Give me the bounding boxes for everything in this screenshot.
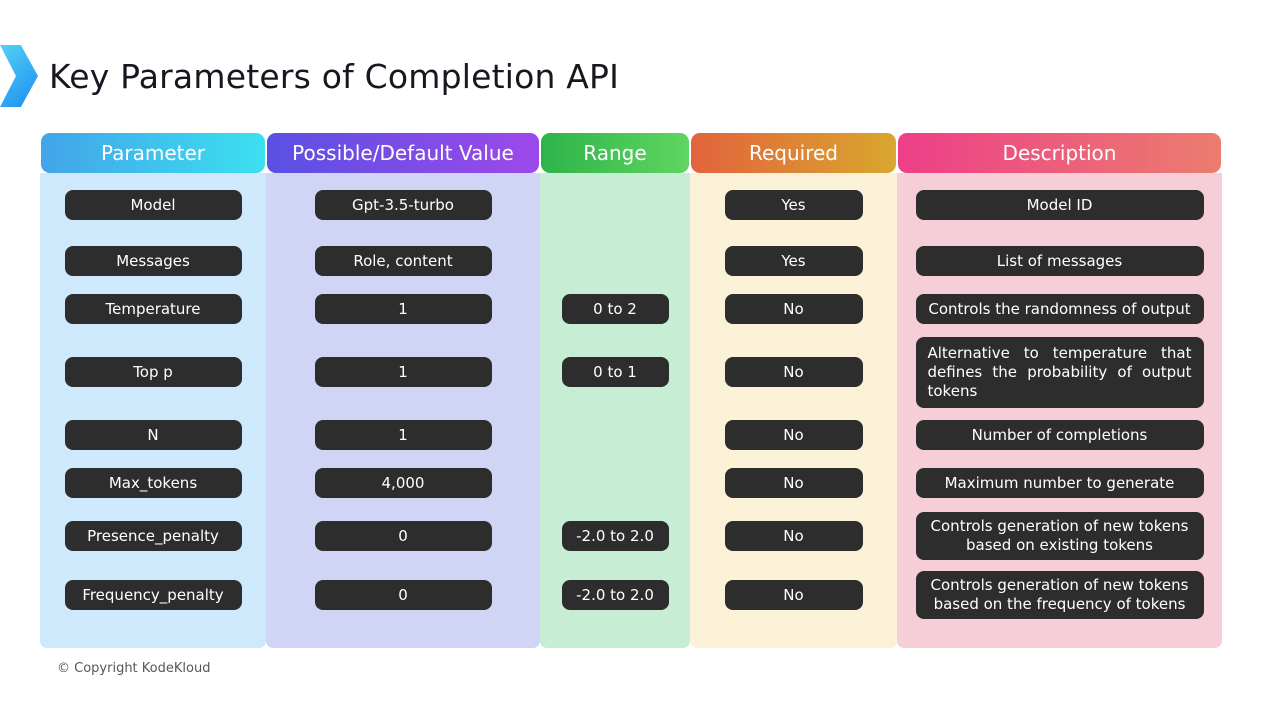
parameter-pill: Model xyxy=(64,190,242,220)
range-pill: -2.0 to 2.0 xyxy=(561,521,669,551)
description-pill: List of messages xyxy=(915,246,1204,276)
range-cell: 0 to 1 xyxy=(540,333,690,411)
page-title: Key Parameters of Completion API xyxy=(49,56,620,96)
range-cell xyxy=(540,237,690,285)
parameter-pill: Top p xyxy=(64,357,242,387)
description-cell: List of messages xyxy=(897,237,1222,285)
column-range: Range 0 to 2 0 to 1 -2.0 to 2.0 -2.0 to 2.0 xyxy=(540,133,690,648)
description-pill: Maximum number to generate xyxy=(915,468,1204,498)
required-pill: No xyxy=(724,580,863,610)
title-row: Key Parameters of Completion API xyxy=(0,45,619,107)
parameter-pill: Presence_penalty xyxy=(64,521,242,551)
required-pill: No xyxy=(724,357,863,387)
required-cell: No xyxy=(690,507,897,565)
parameter-cell: N xyxy=(40,411,266,459)
range-cell: -2.0 to 2.0 xyxy=(540,507,690,565)
value-cell: Gpt-3.5-turbo xyxy=(266,173,540,237)
required-pill: No xyxy=(724,420,863,450)
parameter-cell: Frequency_penalty xyxy=(40,565,266,625)
parameter-cell: Messages xyxy=(40,237,266,285)
parameter-pill: Max_tokens xyxy=(64,468,242,498)
range-pill: -2.0 to 2.0 xyxy=(561,580,669,610)
column-header-value: Possible/Default Value xyxy=(267,133,539,173)
value-cell: 4,000 xyxy=(266,459,540,507)
chevron-right-icon xyxy=(0,45,38,107)
column-header-required: Required xyxy=(691,133,896,173)
parameter-cell: Model xyxy=(40,173,266,237)
value-pill: 4,000 xyxy=(314,468,492,498)
description-cell: Alternative to temperature that defines … xyxy=(897,333,1222,411)
value-cell: 1 xyxy=(266,411,540,459)
parameter-cell: Presence_penalty xyxy=(40,507,266,565)
parameter-cell: Top p xyxy=(40,333,266,411)
range-cell xyxy=(540,459,690,507)
value-cell: 0 xyxy=(266,507,540,565)
range-pill: 0 to 1 xyxy=(561,357,669,387)
required-pill: No xyxy=(724,294,863,324)
value-pill: 1 xyxy=(314,294,492,324)
range-cell xyxy=(540,173,690,237)
value-pill: 1 xyxy=(314,420,492,450)
parameter-pill: Temperature xyxy=(64,294,242,324)
description-pill: Controls the randomness of output xyxy=(915,294,1204,324)
required-cell: No xyxy=(690,333,897,411)
description-cell: Model ID xyxy=(897,173,1222,237)
value-pill: 0 xyxy=(314,580,492,610)
column-body-range: 0 to 2 0 to 1 -2.0 to 2.0 -2.0 to 2.0 xyxy=(540,173,690,648)
required-pill: No xyxy=(724,468,863,498)
range-cell: -2.0 to 2.0 xyxy=(540,565,690,625)
required-cell: No xyxy=(690,459,897,507)
description-cell: Controls the randomness of output xyxy=(897,285,1222,333)
value-pill: 0 xyxy=(314,521,492,551)
description-cell: Controls generation of new tokens based … xyxy=(897,565,1222,625)
description-pill: Model ID xyxy=(915,190,1204,220)
description-pill: Number of completions xyxy=(915,420,1204,450)
value-cell: 1 xyxy=(266,285,540,333)
parameter-cell: Max_tokens xyxy=(40,459,266,507)
required-pill: No xyxy=(724,521,863,551)
value-cell: 0 xyxy=(266,565,540,625)
parameter-pill: N xyxy=(64,420,242,450)
column-header-description: Description xyxy=(898,133,1221,173)
required-cell: No xyxy=(690,565,897,625)
range-cell xyxy=(540,411,690,459)
required-pill: Yes xyxy=(724,246,863,276)
column-header-parameter: Parameter xyxy=(41,133,265,173)
copyright-text: © Copyright KodeKloud xyxy=(57,661,211,676)
range-cell: 0 to 2 xyxy=(540,285,690,333)
description-cell: Maximum number to generate xyxy=(897,459,1222,507)
description-pill: Alternative to temperature that defines … xyxy=(915,336,1204,408)
range-pill: 0 to 2 xyxy=(561,294,669,324)
required-cell: No xyxy=(690,411,897,459)
value-pill: Role, content xyxy=(314,246,492,276)
value-pill: 1 xyxy=(314,357,492,387)
required-cell: No xyxy=(690,285,897,333)
value-pill: Gpt-3.5-turbo xyxy=(314,190,492,220)
column-header-range: Range xyxy=(541,133,689,173)
parameter-pill: Messages xyxy=(64,246,242,276)
required-cell: Yes xyxy=(690,173,897,237)
required-cell: Yes xyxy=(690,237,897,285)
description-pill: Controls generation of new tokens based … xyxy=(915,571,1204,619)
parameter-pill: Frequency_penalty xyxy=(64,580,242,610)
parameter-cell: Temperature xyxy=(40,285,266,333)
description-cell: Controls generation of new tokens based … xyxy=(897,507,1222,565)
value-cell: Role, content xyxy=(266,237,540,285)
description-pill: Controls generation of new tokens based … xyxy=(915,512,1204,560)
value-cell: 1 xyxy=(266,333,540,411)
required-pill: Yes xyxy=(724,190,863,220)
description-cell: Number of completions xyxy=(897,411,1222,459)
